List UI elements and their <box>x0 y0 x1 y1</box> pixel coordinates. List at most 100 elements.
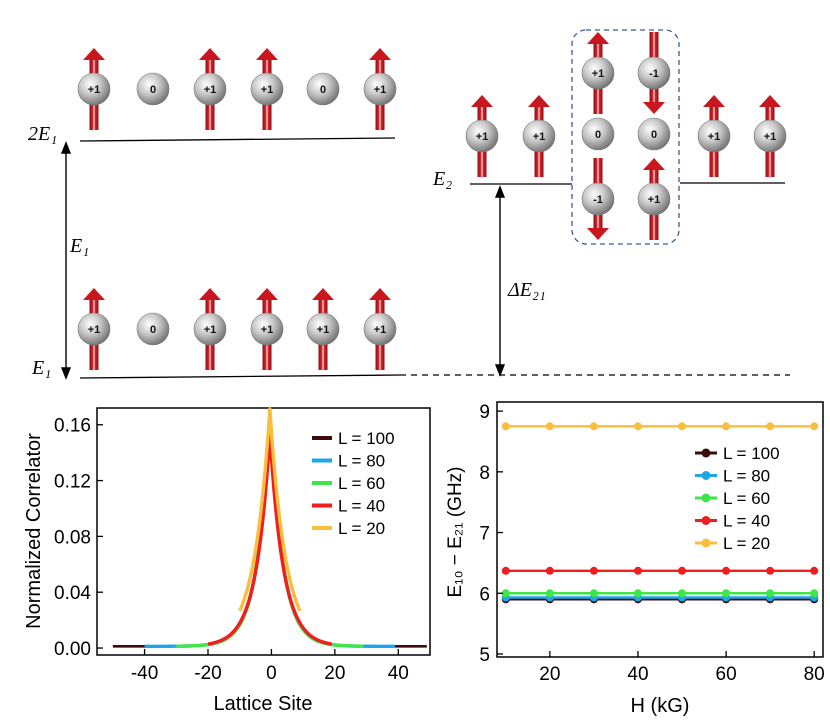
correlator-line-4 <box>238 407 302 612</box>
spin-site-e2-col1-0: +1 <box>581 32 615 114</box>
spin-value-label: +1 <box>204 324 217 336</box>
chart1-xlabel: Lattice Site <box>214 693 313 715</box>
y-tick-label: 8 <box>479 463 490 484</box>
data-point <box>633 422 642 431</box>
chart2-xlabel: H (kG) <box>631 695 690 717</box>
spin-value-label: 0 <box>150 324 156 336</box>
legend-marker <box>701 448 711 458</box>
x-tick-label: 20 <box>539 664 560 685</box>
x-tick-label: 60 <box>716 664 737 685</box>
legend-label: L = 60 <box>338 474 385 493</box>
x-tick-label: 80 <box>804 664 825 685</box>
spin-value-label: +1 <box>764 131 777 143</box>
spin-value-label: +1 <box>317 324 330 336</box>
energy-series-4 <box>501 422 819 431</box>
legend-label: L = 20 <box>338 519 385 538</box>
y-tick-label: 0.08 <box>54 527 91 548</box>
spin-site-bottom-5: +1 <box>363 288 397 370</box>
energy-series-3 <box>501 566 819 575</box>
legend-label: L = 20 <box>723 534 770 553</box>
spin-site-top-2: +1 <box>193 48 227 130</box>
chart1-frame <box>96 407 431 656</box>
data-point <box>633 589 642 598</box>
legend-label: L = 60 <box>723 489 770 508</box>
legend-marker <box>701 538 711 548</box>
x-tick-label: -20 <box>194 663 221 684</box>
y-tick-label: 6 <box>479 584 490 605</box>
spin-value-label: +1 <box>533 131 546 143</box>
y-tick-label: 0.12 <box>54 472 91 493</box>
data-point <box>501 589 510 598</box>
spin-value-label: +1 <box>261 84 274 96</box>
spin-site-e2-col1-1: 0 <box>581 117 615 151</box>
spin-value-label: +1 <box>88 84 101 96</box>
spin-value-label: +1 <box>648 194 661 206</box>
chart2-frame <box>496 401 824 658</box>
data-point <box>810 422 819 431</box>
level-2e1-line <box>79 137 396 142</box>
y-tick-label: 0.04 <box>54 583 91 604</box>
data-point <box>678 589 687 598</box>
data-point <box>501 566 510 575</box>
spin-site-e2-outer-3: +1 <box>753 95 787 177</box>
data-point <box>633 566 642 575</box>
spin-site-bottom-1: 0 <box>136 312 170 346</box>
y-tick-label: 9 <box>479 402 490 423</box>
legend-marker <box>701 493 711 503</box>
spin-value-label: 0 <box>651 129 657 141</box>
data-point <box>722 589 731 598</box>
data-point <box>810 589 819 598</box>
legend-label: L = 40 <box>338 497 385 516</box>
data-point <box>722 422 731 431</box>
spin-value-label: 0 <box>320 84 326 96</box>
spin-site-top-1: 0 <box>136 72 170 106</box>
gap-de21-label: ΔE₂₁ <box>507 279 546 301</box>
y-tick-label: 7 <box>479 524 490 545</box>
data-point <box>766 566 775 575</box>
x-tick-label: 40 <box>627 664 648 685</box>
data-point <box>501 422 510 431</box>
y-tick-label: 0.00 <box>54 639 91 660</box>
spin-site-bottom-3: +1 <box>250 288 284 370</box>
legend-marker <box>701 471 711 480</box>
gap-de21-arrow <box>494 185 506 377</box>
data-point <box>589 422 598 431</box>
spin-site-e2-outer-0: +1 <box>465 95 499 177</box>
level-e2-label: E₂ <box>432 168 452 190</box>
data-point <box>766 422 775 431</box>
x-tick-label: 20 <box>324 663 345 684</box>
spin-value-label: -1 <box>649 68 659 80</box>
data-point <box>678 566 687 575</box>
spin-site-e2-outer-2: +1 <box>697 95 731 177</box>
spin-site-top-3: +1 <box>250 48 284 130</box>
spin-value-label: 0 <box>595 129 601 141</box>
spin-site-bottom-4: +1 <box>306 288 340 370</box>
spin-value-label: +1 <box>592 68 605 80</box>
spin-site-e2-outer-1: +1 <box>522 95 556 177</box>
correlator-line-3 <box>207 432 333 646</box>
x-tick-label: 40 <box>388 663 409 684</box>
data-point <box>766 589 775 598</box>
legend-label: L = 80 <box>338 452 385 471</box>
data-point <box>678 422 687 431</box>
spin-site-bottom-0: +1 <box>77 288 111 370</box>
data-point <box>589 589 598 598</box>
level-e1-label: E₁ <box>31 357 51 379</box>
spin-site-bottom-2: +1 <box>193 288 227 370</box>
gap-e1-arrow <box>60 141 72 380</box>
legend-label: L = 100 <box>723 444 780 463</box>
chart2-ylabel: E₁₀ − E₂₁ (GHz) <box>445 466 466 597</box>
chart1-ylabel: Normalized Correlator <box>23 433 45 629</box>
spin-site-e2-col2-2: +1 <box>637 158 671 240</box>
y-tick-label: 5 <box>479 645 490 666</box>
data-point <box>589 566 598 575</box>
data-point <box>810 566 819 575</box>
spin-value-label: +1 <box>374 84 387 96</box>
spin-site-top-5: +1 <box>363 48 397 130</box>
legend-label: L = 80 <box>723 467 770 486</box>
x-tick-label: 0 <box>266 663 277 684</box>
level-e1-line <box>79 374 401 379</box>
